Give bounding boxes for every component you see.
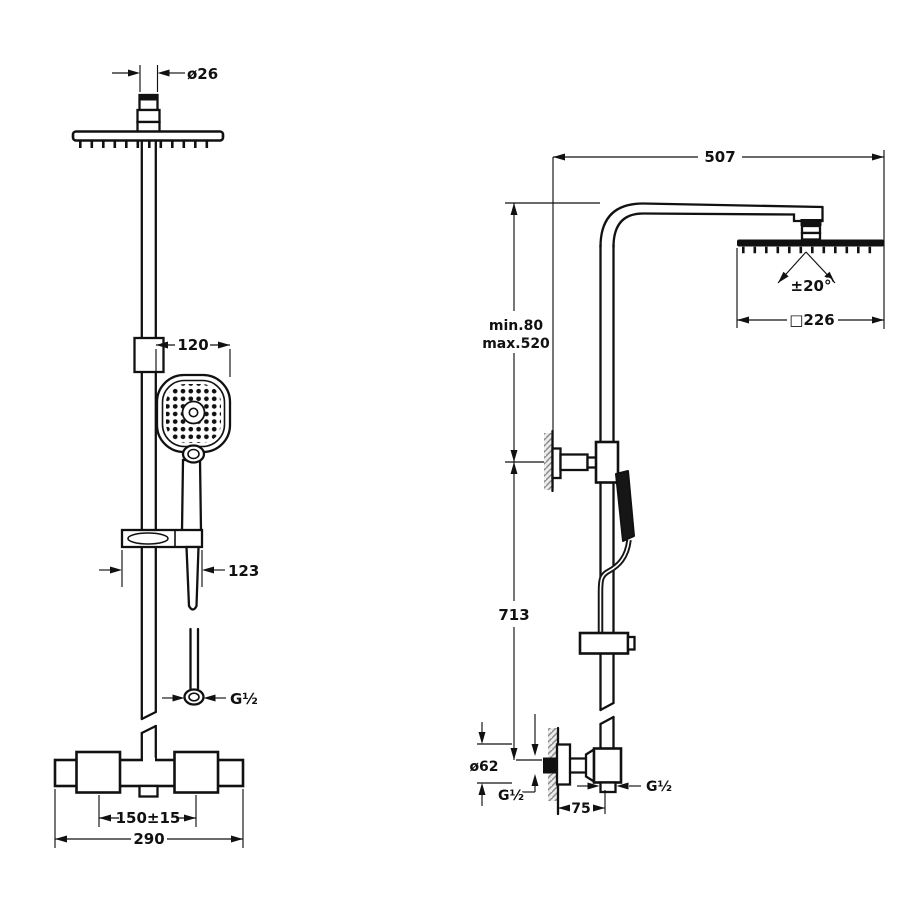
overhead-shower-front bbox=[71, 93, 225, 148]
slider-side bbox=[578, 631, 636, 655]
dim-valve-width: 290 bbox=[54, 789, 244, 848]
dim-head-connector: ø26 bbox=[112, 65, 218, 92]
side-view: ±20° 507 □226 m bbox=[469, 148, 885, 819]
dim-label-arm-reach: 507 bbox=[704, 148, 735, 166]
dim-label-hose-thread: G½ bbox=[230, 690, 258, 708]
dim-inlet-centers: 150±15 bbox=[98, 795, 197, 827]
callout-outlet-thread: G½ bbox=[577, 779, 672, 795]
escutcheon bbox=[555, 743, 572, 786]
dim-label-head-size: □226 bbox=[789, 311, 834, 329]
handle bbox=[180, 458, 203, 533]
dim-label-outlet-thread: G½ bbox=[646, 779, 672, 795]
shower-plate-side bbox=[737, 239, 884, 247]
dim-label-rail-height: 713 bbox=[498, 606, 529, 624]
dim-outlet-offset: 75 bbox=[558, 790, 606, 819]
dim-handshower-width: 120 bbox=[155, 334, 231, 377]
hand-shower-side bbox=[597, 470, 635, 634]
pipe-clamp bbox=[594, 440, 620, 484]
riser-rail bbox=[140, 139, 157, 762]
dim-head-size: □226 bbox=[736, 248, 884, 329]
wall-union bbox=[543, 757, 558, 774]
callout-wall-thread: G½ bbox=[496, 714, 539, 806]
dim-label-spray-angle: ±20° bbox=[791, 277, 832, 295]
dim-bracket-width: 123 bbox=[99, 550, 259, 587]
mode-button bbox=[181, 444, 206, 464]
valve-bottom-tab bbox=[138, 784, 159, 798]
shower-arm bbox=[599, 202, 824, 249]
valve-handle-right bbox=[173, 750, 220, 794]
dim-height-range: min.80 max.520 bbox=[482, 202, 600, 463]
dim-label-valve-width: 290 bbox=[133, 830, 164, 848]
wall-bracket bbox=[544, 429, 620, 493]
shower-hose bbox=[183, 627, 205, 706]
wall-hatch-upper bbox=[544, 433, 553, 490]
handle-side bbox=[615, 470, 635, 542]
shower-plate bbox=[71, 130, 225, 142]
valve-outlet bbox=[599, 781, 617, 794]
slide-bracket bbox=[120, 528, 204, 549]
valve-body-side bbox=[592, 747, 623, 784]
dim-label-handshower-width: 120 bbox=[177, 336, 208, 354]
dim-spray-angle: ±20° bbox=[777, 251, 836, 297]
dim-label-wall-thread: G½ bbox=[498, 788, 524, 804]
thermostatic-valve-front bbox=[53, 750, 245, 798]
dim-label-height-min: min.80 bbox=[489, 318, 543, 334]
front-view: ø26 120 bbox=[53, 65, 259, 848]
dim-label-height-max: max.520 bbox=[482, 336, 550, 352]
dim-label-flange-diameter: ø62 bbox=[469, 759, 498, 775]
handle-lower bbox=[185, 545, 200, 611]
dim-label-inlet-centers: 150±15 bbox=[116, 809, 181, 827]
dim-label-outlet-offset: 75 bbox=[571, 801, 590, 817]
overhead-shower-side bbox=[737, 219, 884, 254]
riser-pipe-side bbox=[599, 243, 615, 752]
callout-hose-thread: G½ bbox=[162, 690, 258, 708]
dim-rail-height: 713 bbox=[498, 462, 542, 761]
valve-handle-left bbox=[75, 750, 122, 794]
dim-flange-diameter: ø62 bbox=[469, 722, 512, 806]
hose-nut bbox=[183, 688, 205, 706]
dim-label-bracket-width: 123 bbox=[228, 562, 259, 580]
thermostatic-valve-side bbox=[543, 726, 623, 816]
dim-label-head-connector: ø26 bbox=[187, 65, 218, 83]
hand-shower-front bbox=[155, 373, 232, 533]
slider-block bbox=[133, 336, 165, 374]
